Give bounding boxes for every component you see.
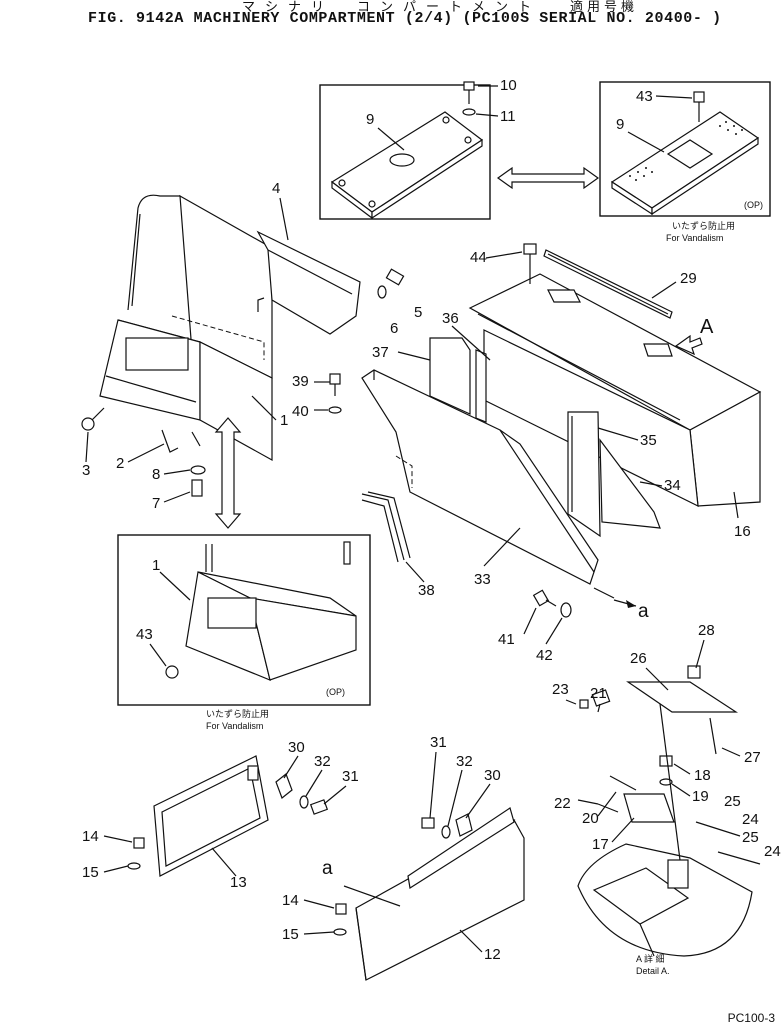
bolt-10 <box>462 81 476 116</box>
callout-14a: 14 <box>82 828 99 845</box>
callout-13: 13 <box>230 874 247 891</box>
callout-1a: 1 <box>280 412 288 429</box>
view-a-label: A <box>700 316 714 338</box>
callout-25a: 25 <box>724 793 741 810</box>
caption-op-2: (OP) <box>326 687 345 697</box>
callout-15a: 15 <box>82 864 99 881</box>
callout-43a: 43 <box>636 88 653 105</box>
callout-10: 10 <box>500 77 517 94</box>
callout-4: 4 <box>272 180 280 197</box>
callout-36: 36 <box>442 310 459 327</box>
view-arrow-a <box>674 334 703 356</box>
caption-op-1: (OP) <box>744 200 763 210</box>
callout-21: 21 <box>590 685 607 702</box>
bolt-5 <box>377 268 405 299</box>
callout-32a: 32 <box>314 753 331 770</box>
caption-vandal-jp-1: いたずら防止用 <box>672 220 735 231</box>
callout-1b: 1 <box>152 557 160 574</box>
side-plate-4 <box>256 230 361 335</box>
caption-detail-en: Detail A. <box>636 966 670 976</box>
panel-35 <box>567 411 601 538</box>
header-jp-serial: 適用号機 <box>570 0 639 15</box>
seal-38 <box>361 491 411 563</box>
swap-arrow-vertical <box>214 417 242 529</box>
bolt-3 <box>81 407 105 431</box>
door-13 <box>127 755 269 877</box>
side-panel-33 <box>361 369 637 608</box>
callout-6: 6 <box>390 320 398 337</box>
callout-24a: 24 <box>742 811 759 828</box>
caption-vandal-en-2: For Vandalism <box>206 721 263 731</box>
callout-12: 12 <box>484 946 501 963</box>
callout-35: 35 <box>640 432 657 449</box>
callout-28: 28 <box>698 622 715 639</box>
panel-12 <box>333 807 525 981</box>
callout-20: 20 <box>582 810 599 827</box>
callout-39: 39 <box>292 373 309 390</box>
ref-a-2: a <box>322 858 333 879</box>
callout-19: 19 <box>692 788 709 805</box>
caption-vandal-jp-2: いたずら防止用 <box>206 708 269 719</box>
callout-29: 29 <box>680 270 697 287</box>
callout-31b: 31 <box>430 734 447 751</box>
callout-23: 23 <box>552 681 569 698</box>
latch-2 <box>161 429 206 497</box>
callout-34: 34 <box>664 477 681 494</box>
callout-8: 8 <box>152 466 160 483</box>
inset-vandal-compartment <box>117 534 371 706</box>
callout-7: 7 <box>152 495 160 512</box>
callout-3: 3 <box>82 462 90 479</box>
header-japanese: マシナリ コンパートメント 適用号機 <box>0 0 783 15</box>
bolt-44 <box>523 243 537 284</box>
inset-cover-plate <box>319 84 491 220</box>
callout-44: 44 <box>470 249 487 266</box>
bolt-41 <box>532 589 572 618</box>
page-code: PC100-3 <box>727 1011 775 1025</box>
panel-34 <box>599 438 661 529</box>
detail-a <box>577 665 761 957</box>
callout-17: 17 <box>592 836 609 853</box>
callout-18: 18 <box>694 767 711 784</box>
callout-30a: 30 <box>288 739 305 756</box>
inset-vandal-cover <box>599 81 771 217</box>
callout-16: 16 <box>734 523 751 540</box>
panel-36 <box>475 349 487 423</box>
callout-9a: 9 <box>366 111 374 128</box>
callout-30b: 30 <box>484 767 501 784</box>
callout-25b: 25 <box>742 829 759 846</box>
callout-22: 22 <box>554 795 571 812</box>
callout-9b: 9 <box>616 116 624 133</box>
callout-31a: 31 <box>342 768 359 785</box>
callout-42: 42 <box>536 647 553 664</box>
callout-26: 26 <box>630 650 647 667</box>
callout-32b: 32 <box>456 753 473 770</box>
caption-detail-jp: A 詳 細 <box>636 953 665 964</box>
callout-15b: 15 <box>282 926 299 943</box>
callout-2: 2 <box>116 455 124 472</box>
hinge-30a <box>275 773 329 815</box>
bolt-39 <box>328 373 342 414</box>
callout-27: 27 <box>744 749 761 766</box>
callout-5: 5 <box>414 304 422 321</box>
leader-lines <box>85 95 741 953</box>
compartment-frame <box>99 194 273 462</box>
panel-37 <box>429 337 471 415</box>
callout-37: 37 <box>372 344 389 361</box>
callout-40: 40 <box>292 403 309 420</box>
swap-arrow <box>496 166 600 190</box>
callout-38: 38 <box>418 582 435 599</box>
hinge-30b <box>421 813 473 839</box>
header-jp-title: マシナリ コンパートメント <box>241 0 541 15</box>
seal-strip-29 <box>543 249 673 319</box>
callout-14b: 14 <box>282 892 299 909</box>
callout-24b: 24 <box>764 843 781 860</box>
callout-43b: 43 <box>136 626 153 643</box>
caption-vandal-en-1: For Vandalism <box>666 233 723 243</box>
callout-33: 33 <box>474 571 491 588</box>
figure-title: FIG. 9142A MACHINERY COMPARTMENT (2/4) (… <box>88 10 722 27</box>
callout-41: 41 <box>498 631 515 648</box>
callout-11: 11 <box>500 108 516 125</box>
ref-a-1: a <box>638 601 649 622</box>
